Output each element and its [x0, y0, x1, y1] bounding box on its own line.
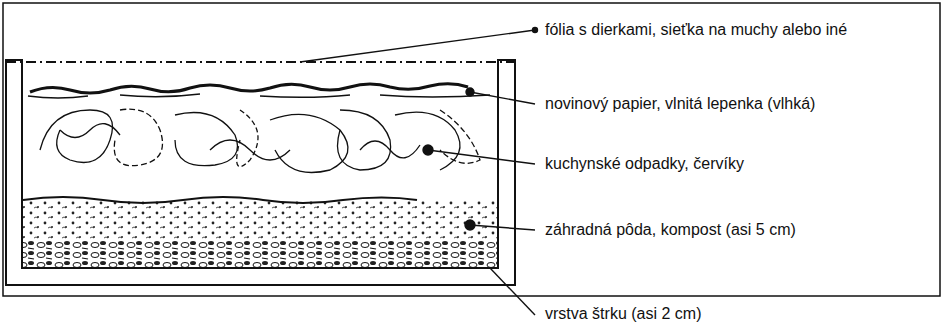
soil-layer — [23, 200, 497, 240]
newspaper-layer — [28, 94, 490, 98]
lid-foil — [6, 61, 515, 63]
layer-label: kuchynské odpadky, červíky — [545, 155, 744, 173]
soil-layer — [23, 197, 417, 203]
kitchen-scraps — [40, 109, 480, 172]
gravel-layer — [23, 240, 497, 267]
frame — [3, 3, 940, 296]
bin-wall — [6, 60, 515, 285]
newspaper-layer — [30, 84, 468, 93]
layer-label: vrstva štrku (asi 2 cm) — [545, 305, 701, 323]
layer-label: fólia s dierkami, sieťka na muchy alebo … — [545, 21, 847, 39]
layer-label: záhradná pôda, kompost (asi 5 cm) — [545, 221, 796, 239]
layer-label: novinový papier, vlnitá lepenka (vlhká) — [545, 95, 815, 113]
leader-line — [300, 28, 538, 316]
